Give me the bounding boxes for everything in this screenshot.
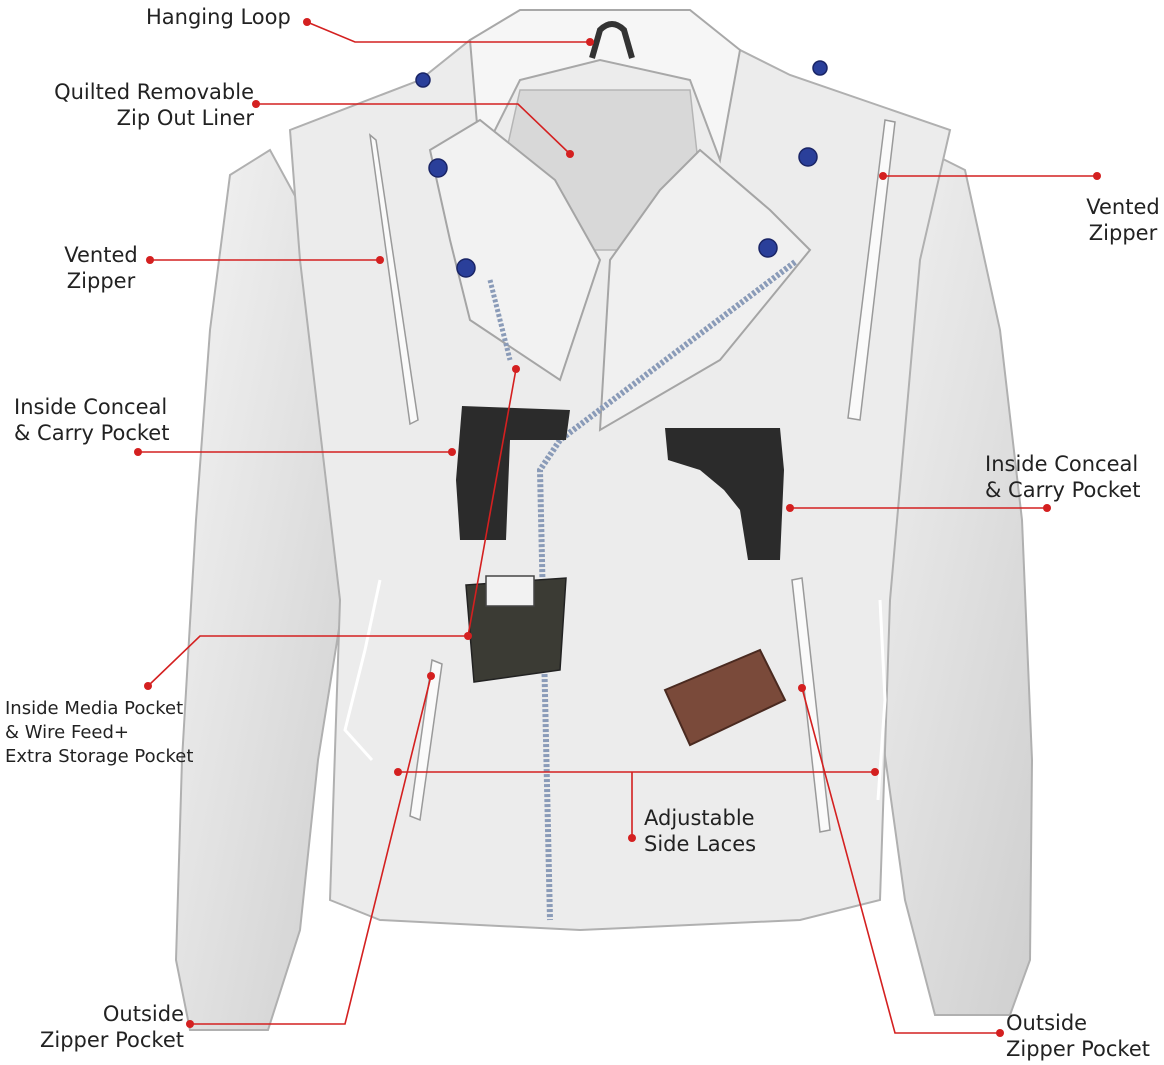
snap [812,60,828,76]
callout-dot [134,448,142,456]
callout-dot [252,100,260,108]
label-side-laces: Adjustable Side Laces [644,806,757,856]
callout-dot [427,672,435,680]
phone [485,575,535,607]
snap [415,72,431,88]
right-pocket-zipper [791,577,831,833]
hanging-loop [589,21,635,59]
snap-group [415,60,828,278]
left-pocket-zipper [409,658,443,822]
callout-lines [138,21,1097,1034]
callout-line [147,368,517,687]
label-media-pocket: Inside Media Pocket & Wire Feed+ Extra S… [5,698,194,767]
label-conceal-left: Inside Conceal & Carry Pocket [14,395,170,445]
callout-dot [586,38,594,46]
callout-dot [144,682,152,690]
callout-dot [448,448,456,456]
callout-dot [1093,172,1101,180]
callout-dot [376,256,384,264]
callout-dot [303,18,311,26]
callout-line [190,675,432,1025]
label-conceal-right: Inside Conceal & Carry Pocket [985,452,1141,502]
right-vent-zipper [847,119,896,421]
left-vent-zipper [368,133,419,426]
snap [798,147,818,167]
callout-dot [512,365,520,373]
callout-dot [186,1020,194,1028]
label-zipper-pocket-right: Outside Zipper Pocket [1006,1011,1150,1061]
callout-line [306,21,590,43]
snap [456,258,476,278]
callout-dot [879,172,887,180]
right-gun [665,428,784,560]
callout-line [801,687,1000,1034]
main-zipper [536,259,797,921]
callout-line [256,103,571,155]
left-lapel [428,118,602,382]
snap [428,158,448,178]
callout-dot [1043,504,1051,512]
callout-dot [996,1029,1004,1037]
left-laces [343,579,382,762]
label-vented-zipper-left: Vented Zipper [64,243,138,293]
left-gun [456,406,570,540]
callout-dot [628,834,636,842]
callout-dot [394,768,402,776]
collar [468,9,742,164]
right-lapel [598,148,812,432]
callout-dot [146,256,154,264]
lapel-zipper [487,279,513,361]
label-liner: Quilted Removable Zip Out Liner [54,80,254,130]
label-vented-zipper-right: Vented Zipper [1086,195,1160,245]
right-laces [876,599,887,801]
callout-dot [786,504,794,512]
callout-dots [134,18,1101,1037]
snap [758,238,778,258]
callout-dot [871,768,879,776]
wallet [663,648,787,747]
label-zipper-pocket-left: Outside Zipper Pocket [40,1002,184,1052]
callout-dot [798,684,806,692]
callout-dot [464,632,472,640]
label-hanging-loop: Hanging Loop [146,5,291,29]
callout-dot [566,150,574,158]
